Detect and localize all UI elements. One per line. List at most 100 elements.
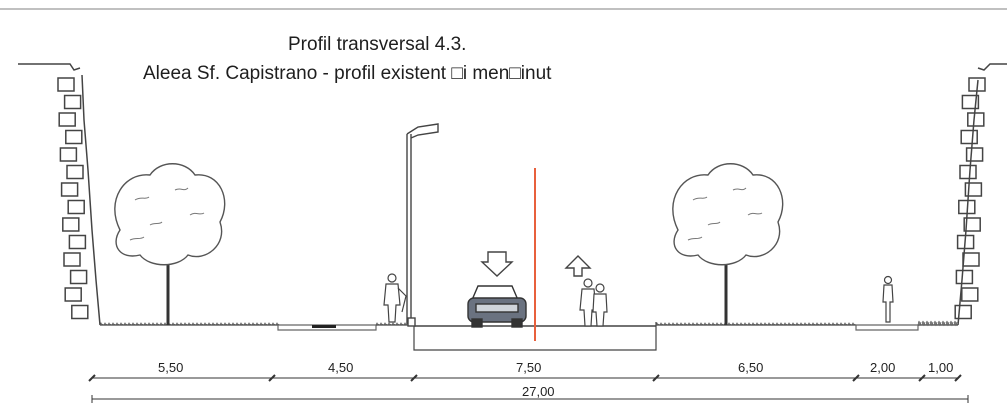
grass-tuft [175,322,180,326]
grass-tuft [267,322,272,326]
grass-tuft [99,322,104,326]
dimension-line-total [91,395,969,403]
grass-tuft [263,322,268,326]
brick [66,164,84,180]
grass-tuft [227,322,232,326]
grass-tuft [155,322,160,326]
grass-tuft [699,322,704,326]
grass-tuft [255,322,260,326]
grass-tuft [671,322,676,326]
grass-tuft [103,322,108,326]
brick [961,94,980,110]
tree-icon [114,163,226,325]
grass-tuft [683,322,688,326]
grass-tuft [211,322,216,326]
street-lamp-icon [406,123,439,327]
grass-tuft [235,322,240,326]
brick [967,112,985,127]
brick [60,182,79,197]
grass-tuft [143,322,148,326]
dimension-tick [268,374,276,382]
grass-tuft [755,322,760,326]
grass-tuft [107,322,112,326]
grass-tuft [667,322,672,326]
grass-tuft [179,322,184,326]
grass-tuft [679,322,684,326]
grass-tuft [803,322,808,326]
grass-tuft [215,322,220,326]
grass-tuft [375,322,380,326]
grass-tuft [659,322,664,326]
dimension-tick [410,374,418,382]
brick [63,94,82,110]
ground-line [100,322,958,351]
grass-tuft [183,322,188,326]
brick [954,304,972,320]
dimension-label: 4,50 [328,360,353,375]
brick [959,164,977,180]
grass-tuft [763,322,768,326]
grass-tuft [147,322,152,326]
grass-tuft [151,322,156,326]
grass-tuft [259,322,264,326]
grass-tuft [395,322,400,326]
grass-tuft [243,322,248,326]
grass-tuft [275,322,280,326]
tree-icon [672,163,784,325]
brick [62,217,80,232]
brick [961,287,979,302]
grass-tuft [127,322,132,326]
grass-tuft [379,322,384,326]
brick [69,269,88,285]
grass-tuft [239,322,244,326]
grass-tuft [251,322,256,326]
dimension-total-label: 27,00 [522,384,555,399]
grass-tuft [271,322,276,326]
grass-tuft [663,322,668,326]
title-line-2: Aleea Sf. Capistrano - profil existent □… [143,63,552,84]
grass-tuft [759,322,764,326]
brick [963,217,981,232]
grass-tuft [937,320,942,327]
grass-tuft [945,320,950,327]
grass-tuft [815,322,820,326]
grass-tuft [819,322,824,326]
dimension-tick [88,374,96,382]
brick [59,147,78,162]
dimension-label: 6,50 [738,360,763,375]
dimension-tick [954,374,962,382]
brick [58,112,76,127]
grass-tuft [731,322,736,326]
grass-tuft [811,322,816,326]
grass-tuft [823,322,828,326]
grass-tuft [707,322,712,326]
grass-tuft [941,320,946,327]
grass-tuft [655,322,660,326]
brick [65,129,83,145]
grass-tuft [715,322,720,326]
grass-tuft [929,320,934,327]
grass-tuft [119,322,124,326]
brick [962,252,980,267]
dimension-tick [652,374,660,382]
grass-tuft [739,322,744,326]
dimension-tick [852,374,860,382]
grass-tuft [787,322,792,326]
grass-tuft [219,322,224,326]
left-brick-wall-icon [18,63,101,326]
grass-tuft [711,322,716,326]
grass-tuft [199,322,204,326]
grass-tuft [925,320,930,327]
grass-tuft [791,322,796,326]
grass-tuft [691,322,696,326]
car-icon [467,285,527,328]
grass-tuft [123,322,128,326]
grass-tuft [835,322,840,326]
grass-tuft [399,322,404,326]
pedestrian-icon [383,273,407,323]
brick [64,287,82,302]
grass-tuft [767,322,772,326]
grass-tuft [827,322,832,326]
grass-tuft [135,322,140,326]
dimension-label: 1,00 [928,360,953,375]
